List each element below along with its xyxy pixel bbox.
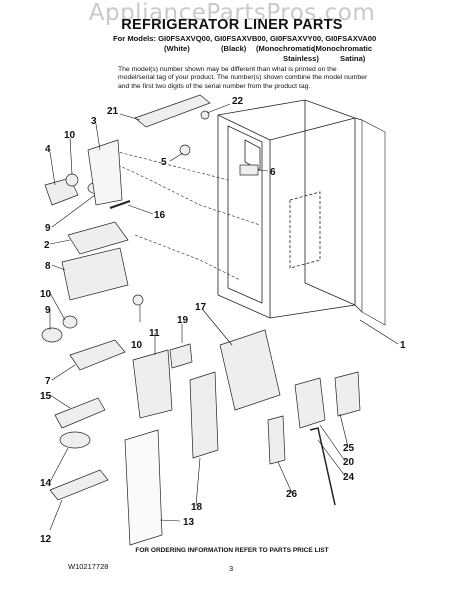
part-22-screw bbox=[200, 110, 210, 120]
part-19-valve bbox=[169, 343, 193, 369]
callout-label: 20 bbox=[343, 457, 355, 468]
callout-label: 26 bbox=[286, 489, 298, 500]
callout-label: 7 bbox=[45, 376, 51, 387]
part-10b-socket bbox=[62, 315, 78, 329]
part-21-duct bbox=[134, 94, 211, 128]
part-26-holder bbox=[267, 415, 286, 465]
finish-mono-satina: (Monochromatic bbox=[313, 44, 373, 53]
callout-label: 13 bbox=[183, 517, 195, 528]
callout-label: 12 bbox=[40, 534, 52, 545]
part-15-tube bbox=[54, 397, 106, 429]
part-11-panel bbox=[132, 349, 173, 419]
callout-label: 8 bbox=[45, 261, 51, 272]
leader-lines bbox=[49, 103, 399, 531]
callout-label: 25 bbox=[343, 443, 355, 454]
callout-label: 10 bbox=[40, 289, 52, 300]
callout-label: 14 bbox=[40, 478, 52, 489]
finish-stainless-cont: Stainless) bbox=[283, 54, 319, 63]
page-number: 3 bbox=[229, 564, 234, 573]
watermark: AppliancePartsPros.com bbox=[88, 0, 376, 26]
callout-label: 18 bbox=[191, 502, 203, 513]
part-12-cover bbox=[49, 469, 109, 501]
callout-label: 24 bbox=[343, 472, 355, 483]
finish-mono-stainless: (Monochromatic bbox=[256, 44, 316, 53]
callout-label: 10 bbox=[64, 130, 76, 141]
part-20-valve bbox=[294, 377, 326, 429]
finish-black: (Black) bbox=[221, 44, 247, 53]
part-8-cover bbox=[61, 247, 129, 301]
callout-label: 16 bbox=[154, 210, 166, 221]
ordering-note: FOR ORDERING INFORMATION REFER TO PARTS … bbox=[135, 547, 329, 554]
document-number: W10217728 bbox=[68, 562, 109, 571]
part-9b-bulb bbox=[41, 327, 63, 343]
models-line: For Models: GI0FSAXVQ00, GI0FSAXVB00, GI… bbox=[113, 34, 377, 43]
part-7-lens bbox=[69, 339, 126, 371]
callout-label: 10 bbox=[131, 340, 143, 351]
part-13-panel bbox=[124, 429, 163, 546]
callout-label: 1 bbox=[400, 340, 406, 351]
page-title: REFRIGERATOR LINER PARTS bbox=[121, 17, 343, 33]
part-14-filter bbox=[59, 431, 91, 449]
part-16-pin bbox=[109, 200, 131, 209]
callout-labels: 21 22 10 3 4 5 6 16 9 2 8 10 17 9 19 11 … bbox=[40, 96, 406, 545]
part-18-duct bbox=[189, 371, 219, 459]
small-parts bbox=[41, 94, 361, 546]
callout-label: 5 bbox=[161, 157, 167, 168]
callout-label: 6 bbox=[270, 167, 276, 178]
dashed-routing bbox=[109, 149, 261, 281]
part-10-socket bbox=[65, 173, 79, 187]
callout-label: 19 bbox=[177, 315, 189, 326]
liner-cabinet bbox=[217, 99, 386, 326]
part-24-tube bbox=[309, 427, 336, 506]
part-17-housing bbox=[219, 329, 281, 411]
model-note: The model(s) number shown may be differe… bbox=[118, 66, 368, 90]
part-10c-connector bbox=[132, 294, 144, 306]
finish-white: (White) bbox=[164, 44, 190, 53]
callout-label: 9 bbox=[45, 223, 51, 234]
callout-label: 21 bbox=[107, 106, 119, 117]
part-3-shield bbox=[87, 139, 123, 206]
callout-label: 11 bbox=[149, 328, 160, 339]
callout-label: 2 bbox=[44, 240, 50, 251]
part-5-fitting bbox=[179, 144, 191, 156]
finish-satina-cont: Satina) bbox=[340, 54, 366, 63]
callout-label: 4 bbox=[45, 144, 51, 155]
part-6-clip bbox=[239, 164, 259, 176]
part-2-housing bbox=[67, 221, 129, 255]
callout-label: 22 bbox=[232, 96, 244, 107]
part-25-bracket bbox=[334, 371, 361, 417]
callout-label: 17 bbox=[195, 302, 207, 313]
callout-label: 9 bbox=[45, 305, 51, 316]
callout-label: 15 bbox=[40, 391, 52, 402]
callout-label: 3 bbox=[91, 116, 97, 127]
